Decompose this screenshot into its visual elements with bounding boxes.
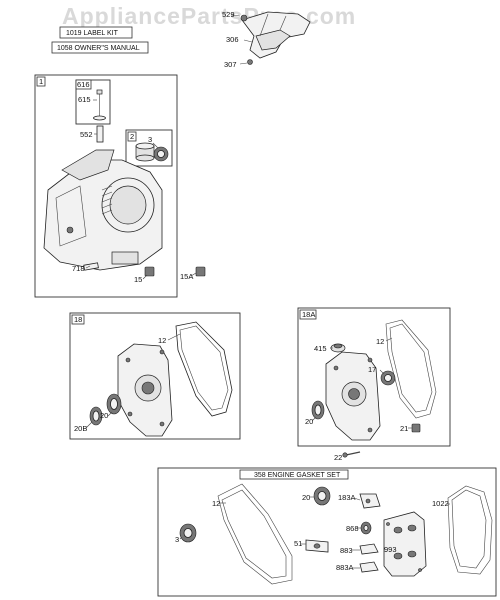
label-kit-box[interactable]: 1019 LABEL KIT: [59, 26, 133, 39]
seal-20-set[interactable]: [313, 486, 331, 506]
plug-21[interactable]: [411, 423, 421, 433]
bolt-22[interactable]: [342, 451, 361, 458]
label-718: 718: [72, 264, 85, 273]
gasket-12-box18a[interactable]: [385, 319, 437, 419]
label-183a: 183A: [338, 493, 356, 502]
box-1-tag: [36, 76, 46, 87]
label-3-gasket: 3: [175, 535, 179, 544]
label-12-gasket: 12: [212, 499, 220, 508]
box-1: [34, 74, 178, 298]
gasket-883[interactable]: [359, 543, 379, 555]
label-20b: 20B: [74, 424, 87, 433]
cap-415[interactable]: [330, 343, 346, 353]
box-18a-number: 18A: [302, 310, 315, 319]
bearing-17[interactable]: [380, 370, 396, 386]
gasket-51[interactable]: [305, 539, 329, 553]
gasket-12-set[interactable]: [217, 483, 293, 585]
gasket-set-title: 358 ENGINE GASKET SET: [254, 472, 341, 479]
crankcase-cover-18[interactable]: [117, 343, 173, 437]
label-51: 51: [294, 539, 302, 548]
box-616-tag: [75, 79, 92, 90]
label-868: 868: [346, 524, 359, 533]
box-1-number: 1: [39, 77, 43, 86]
gasket-1022[interactable]: [447, 485, 493, 575]
part-306-shroud[interactable]: [231, 11, 311, 65]
label-993: 993: [384, 545, 397, 554]
box-18-tag: [71, 314, 85, 325]
box-358-gasket-set: [157, 467, 497, 597]
label-20-box18a: 20: [305, 417, 313, 426]
box-18-number: 18: [74, 315, 82, 324]
gasket-883a[interactable]: [359, 561, 379, 573]
box-18a-tag: [299, 309, 317, 320]
engine-block[interactable]: [43, 149, 163, 271]
label-22: 22: [334, 453, 342, 462]
label-12-box18a: 12: [376, 337, 384, 346]
label-3-box2: 3: [148, 135, 152, 144]
box-616-number: 616: [77, 80, 90, 89]
gasket-set-tag: [239, 469, 349, 480]
washer-868[interactable]: [360, 521, 372, 535]
part-552-pin[interactable]: [96, 125, 104, 143]
box-2: [125, 129, 173, 167]
part-615-valve[interactable]: [93, 89, 106, 121]
label-12-box18: 12: [158, 336, 166, 345]
label-21: 21: [400, 424, 408, 433]
part-3-seal-box2[interactable]: [153, 146, 169, 162]
label-883: 883: [340, 546, 353, 555]
watermark: AppliancePartsPros.com: [62, 3, 356, 29]
box-18: [69, 312, 241, 440]
seal-20b[interactable]: [89, 406, 103, 426]
label-15: 15: [134, 275, 142, 284]
box-18a: [297, 307, 451, 447]
label-kit-text: 1019 LABEL KIT: [66, 30, 119, 37]
label-17: 17: [368, 365, 376, 374]
label-15a: 15A: [180, 272, 193, 281]
part-15-plug[interactable]: [144, 266, 155, 277]
part-718-pin[interactable]: [83, 262, 99, 271]
label-306: 306: [226, 35, 239, 44]
label-20-box18: 20: [100, 411, 108, 420]
box-616: [75, 79, 111, 125]
label-615: 615: [78, 95, 91, 104]
leader-lines: [85, 99, 450, 569]
seal-3-set[interactable]: [179, 523, 197, 543]
gasket-12-box18[interactable]: [175, 321, 233, 417]
label-883a: 883A: [336, 563, 354, 572]
part-15a-plug[interactable]: [195, 266, 206, 277]
box-2-number: 2: [130, 132, 134, 141]
seal-20-box18a[interactable]: [311, 400, 325, 420]
label-1022: 1022: [432, 499, 449, 508]
label-415: 415: [314, 344, 327, 353]
label-529: 529: [222, 10, 235, 19]
part-2-sleeve[interactable]: [135, 142, 155, 162]
gasket-183a[interactable]: [359, 493, 381, 509]
label-307: 307: [224, 60, 237, 69]
owners-manual-box[interactable]: 1058 OWNER"S MANUAL: [51, 41, 149, 54]
gasket-993[interactable]: [383, 511, 427, 577]
label-552: 552: [80, 130, 93, 139]
owners-manual-text: 1058 OWNER"S MANUAL: [57, 45, 140, 52]
box-2-tag: [127, 131, 137, 142]
crankcase-cover-18a[interactable]: [325, 351, 381, 441]
seal-20-box18[interactable]: [106, 393, 122, 415]
label-20-gasket: 20: [302, 493, 310, 502]
